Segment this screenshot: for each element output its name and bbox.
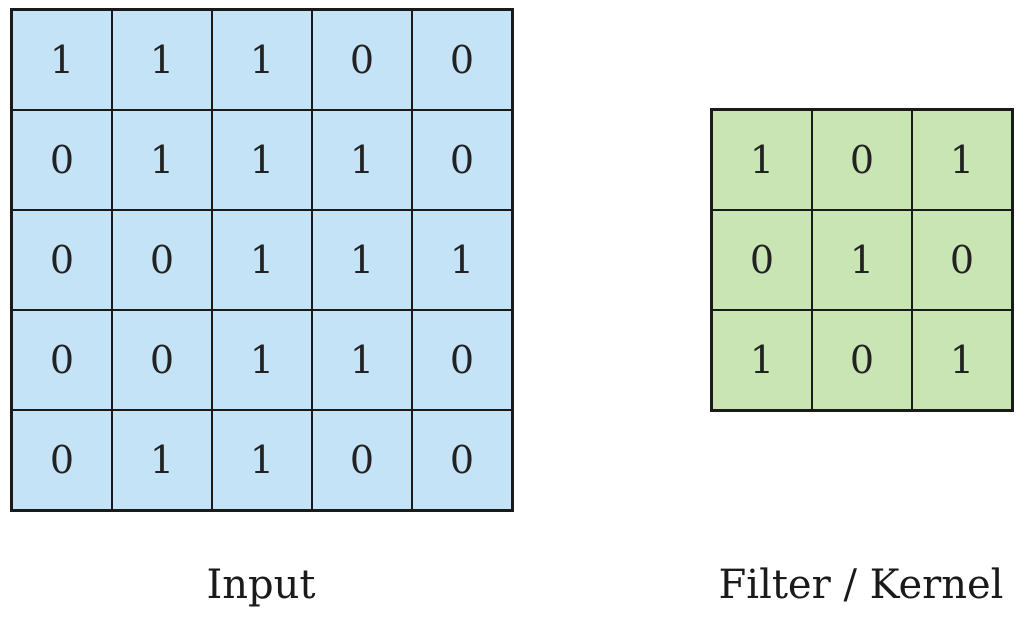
input-cell-r1-c0: 0 (12, 110, 112, 210)
input-cell-r2-c3: 1 (312, 210, 412, 310)
kernel-cell-r2-c1: 0 (812, 310, 912, 410)
input-cell-r2-c2: 1 (212, 210, 312, 310)
input-cell-r4-c3: 0 (312, 410, 412, 510)
input-cell-r2-c0: 0 (12, 210, 112, 310)
kernel-cell-r1-c0: 0 (712, 210, 812, 310)
kernel-cell-r2-c0: 1 (712, 310, 812, 410)
input-caption: Input (206, 562, 316, 608)
input-cell-r2-c4: 1 (412, 210, 512, 310)
input-cell-r0-c4: 0 (412, 10, 512, 110)
kernel-cell-r0-c0: 1 (712, 110, 812, 210)
input-cell-r4-c4: 0 (412, 410, 512, 510)
kernel-cell-r1-c2: 0 (912, 210, 1012, 310)
kernel-cell-r2-c2: 1 (912, 310, 1012, 410)
input-cell-r2-c1: 0 (112, 210, 212, 310)
input-cell-r3-c1: 0 (112, 310, 212, 410)
kernel-cell-r0-c2: 1 (912, 110, 1012, 210)
input-cell-r0-c2: 1 (212, 10, 312, 110)
kernel-caption: Filter / Kernel (718, 562, 1004, 608)
kernel-cell-r0-c1: 0 (812, 110, 912, 210)
input-cell-r3-c2: 1 (212, 310, 312, 410)
input-cell-r3-c4: 0 (412, 310, 512, 410)
input-cell-r0-c3: 0 (312, 10, 412, 110)
input-cell-r1-c3: 1 (312, 110, 412, 210)
input-cell-r1-c1: 1 (112, 110, 212, 210)
input-cell-r4-c1: 1 (112, 410, 212, 510)
input-cell-r3-c0: 0 (12, 310, 112, 410)
input-cell-r1-c4: 0 (412, 110, 512, 210)
input-cell-r3-c3: 1 (312, 310, 412, 410)
input-cell-r0-c0: 1 (12, 10, 112, 110)
input-cell-r0-c1: 1 (112, 10, 212, 110)
input-cell-r4-c2: 1 (212, 410, 312, 510)
input-cell-r4-c0: 0 (12, 410, 112, 510)
kernel-cell-r1-c1: 1 (812, 210, 912, 310)
input-cell-r1-c2: 1 (212, 110, 312, 210)
